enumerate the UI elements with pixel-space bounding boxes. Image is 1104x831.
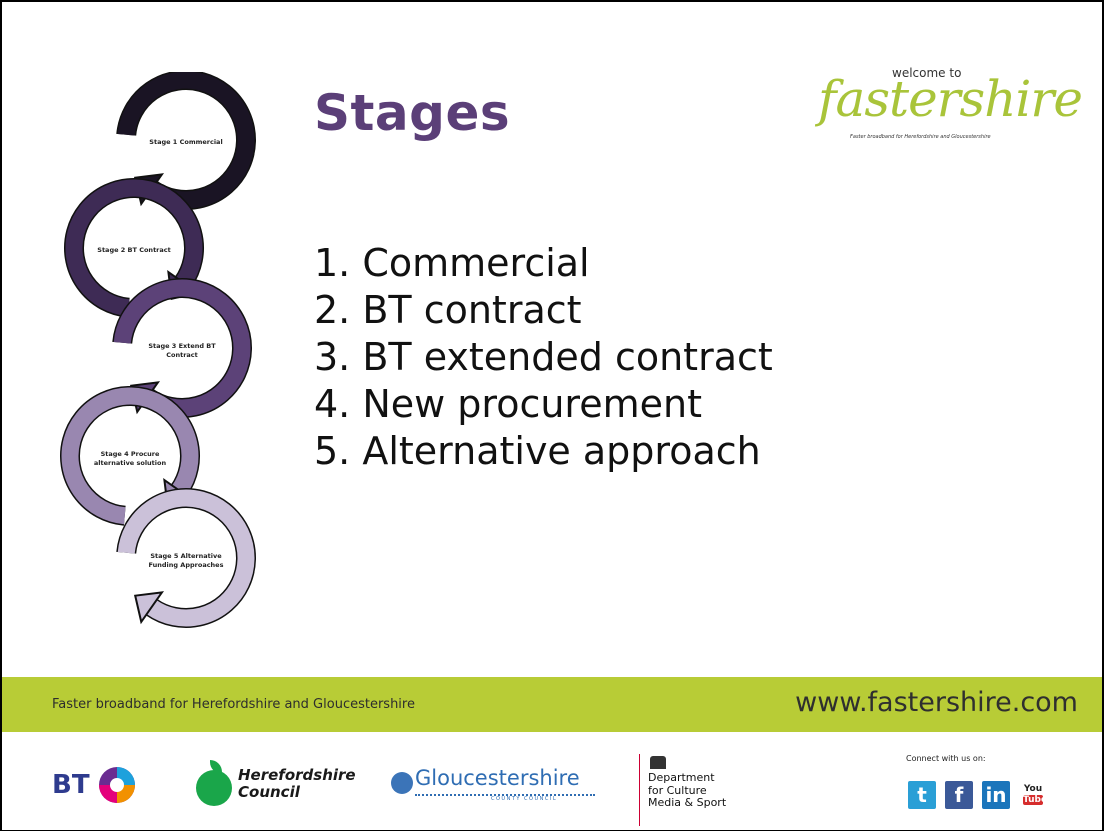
crest-icon [391,772,413,794]
bt-wordmark: BT [52,770,90,800]
hc-line-1: Herefordshire [238,766,356,784]
youtube-top: You [1023,784,1043,794]
gloucestershire-logo: Gloucestershire COUNTY COUNCIL [391,766,601,806]
logo-wordmark: fastershire [818,70,1083,128]
gloucestershire-sub: COUNTY COUNCIL [491,796,558,802]
stage-ring-label: Stage 5 Alternative [150,552,222,560]
linkedin-icon[interactable]: in [982,781,1010,809]
facebook-icon[interactable]: f [945,781,973,809]
stage-arrowhead [133,591,165,625]
stage-list-item: 1. Commercial [314,241,590,285]
divider [415,794,595,796]
footer-url[interactable]: www.fastershire.com [795,687,1078,718]
apple-icon [196,770,232,806]
gloucestershire-wordmark: Gloucestershire [415,766,580,790]
bt-logo: BT [52,764,142,806]
stage-ring-label: Contract [166,351,198,359]
stage-list-item: 5. Alternative approach [314,429,761,473]
footer-tagline: Faster broadband for Herefordshire and G… [52,697,415,712]
twitter-icon[interactable]: t [908,781,936,809]
stage-list: 1. Commercial 2. BT contract 3. BT exten… [314,244,773,479]
stage-list-item: 3. BT extended contract [314,335,773,379]
dcms-line-3: Media & Sport [648,796,727,810]
logo-welcome: welcome to [892,66,962,80]
bt-globe-icon [99,767,135,803]
stage-ring-label: Stage 1 Commercial [149,138,222,146]
hc-line-2: Council [238,783,300,802]
footer-band: Faster broadband for Herefordshire and G… [2,677,1102,732]
stage-list-item: 2. BT contract [314,288,582,332]
logo-tagline: Faster broadband for Herefordshire and G… [850,134,991,140]
fastershire-logo: welcome to fastershire Faster broadband … [818,62,1083,148]
stage-ring-label: Stage 4 Procure [101,450,160,458]
connect-label: Connect with us on: [906,754,986,763]
crown-icon [650,756,666,769]
youtube-bottom: Tube [1023,795,1048,805]
stage-ring-label: Funding Approaches [149,561,224,569]
slide-title: Stages [314,84,511,142]
dcms-line-2: for Culture [648,783,707,797]
stage-ring-label: Stage 2 BT Contract [97,246,170,254]
stage-list-item: 4. New procurement [314,382,702,426]
stage-ring-label: Stage 3 Extend BT [148,342,216,350]
dcms-line-1: Department [648,771,715,784]
stage-ring-label: alternative solution [94,459,167,467]
